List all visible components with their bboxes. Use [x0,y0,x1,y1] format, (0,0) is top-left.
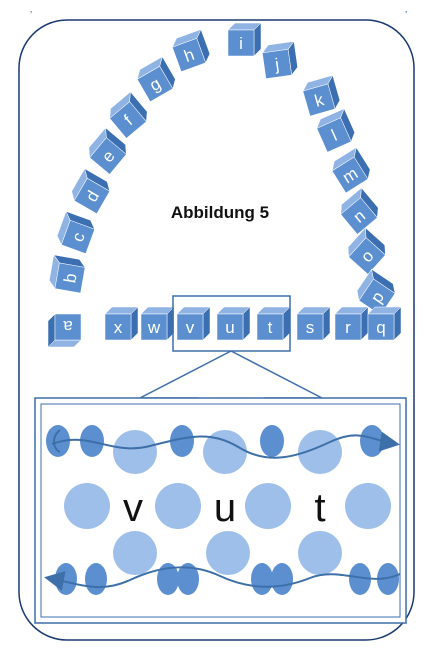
arch-cube-p: p [356,268,396,316]
bottom-strand-bead [271,563,293,595]
cube-letter: j [273,55,280,74]
cube-letter: r [345,318,351,337]
bottom-strand-bead [85,563,107,595]
arch-cube-n: n [340,187,379,235]
arch-cube-i: i [227,22,262,57]
row-cube-q: q [367,306,402,341]
cube-front [109,101,147,139]
row-cube-s: s [296,306,331,341]
bottom-strand-bead [251,563,273,595]
zoom-letter-u: u [214,486,236,530]
figure-title: Abbildung 5 [171,203,269,222]
arch-cube-h: h [171,28,211,72]
cube-letter: l [329,126,340,145]
bottom-strand-bead [377,563,399,595]
row-cube-t: t [256,306,291,341]
top-large-bead [203,430,247,474]
arch-cube-m: m [331,146,371,194]
cube-letter: b [60,272,80,285]
cube-letter: u [225,318,234,337]
bottom-large-bead [113,531,157,575]
cube-letter: w [147,318,161,337]
top-strand-arrow [51,431,400,459]
cube-front [140,313,168,341]
cube-front [227,29,255,57]
bottom-large-bead [206,531,250,575]
middle-bead [345,483,391,529]
cube-front [172,38,206,72]
callout-connector [139,350,323,399]
top-large-bead [113,430,157,474]
arch-cube-f: f [109,91,148,139]
row-cube-w: w [140,306,175,341]
cube-letter: v [186,318,195,337]
cube-letter: a [63,317,73,336]
row-cube-r: r [334,306,369,341]
bottom-large-bead [298,531,342,575]
arch-cube-l: l [316,107,355,153]
arch-cube-g: g [136,56,176,103]
corner-mark-right: ’ [405,10,407,21]
cube-front [136,65,174,103]
arch-cube-b: b [48,254,86,294]
bottom-strand-bead [157,563,179,595]
row-cube-x: x [104,306,139,341]
cube-front [331,156,369,194]
cube-front [340,197,378,235]
bottom-strand-bead [177,563,199,595]
cube-letter: t [268,318,273,337]
cube-front [54,262,86,294]
cube-front [358,278,396,316]
cube-letter: q [376,318,385,337]
cube-front [334,313,362,341]
arch-cube-o: o [347,227,386,275]
cube-letter: s [306,318,315,337]
bottom-strand-arrow [44,566,401,591]
cube-letter: x [114,318,123,337]
zoom-letter-t: t [314,486,325,530]
arch-cube-k: k [302,74,341,117]
zoom-letter-v: v [123,486,143,530]
cube-front [104,313,132,341]
top-strand-bead [170,425,194,457]
cube-front [176,313,204,341]
cube-front [348,237,386,275]
cube-front [61,220,95,254]
corner-mark-left: ’ [30,10,32,21]
arch-cube-e: e [88,127,127,175]
zoom-box-inner [40,403,401,618]
middle-bead [64,483,110,529]
cube-front [316,117,352,153]
cube-front [302,83,336,117]
row-cube-v: v [176,306,211,341]
bottom-strand-bead [55,563,77,595]
arch-cube-j: j [261,40,298,79]
cube-front [54,313,82,341]
arch-cube-d: d [71,168,111,215]
row-cube-u: u [216,306,251,341]
top-strand-curl [53,429,61,453]
row-cube-a: a [47,313,82,348]
cube-front [262,49,292,79]
cube-front [73,177,111,215]
cube-front [89,137,127,175]
top-strand-bead [360,425,384,457]
cube-front [216,313,244,341]
cube-letter: i [239,34,243,53]
middle-bead [155,483,201,529]
top-strand-bead [46,425,70,457]
cube-front [296,313,324,341]
middle-bead [245,483,291,529]
cube-front [367,313,395,341]
top-strand-bead [260,425,284,457]
outer-frame [18,19,415,641]
arch-cube-c: c [56,210,96,254]
cube-front [256,313,284,341]
bottom-strand-bead [349,563,371,595]
